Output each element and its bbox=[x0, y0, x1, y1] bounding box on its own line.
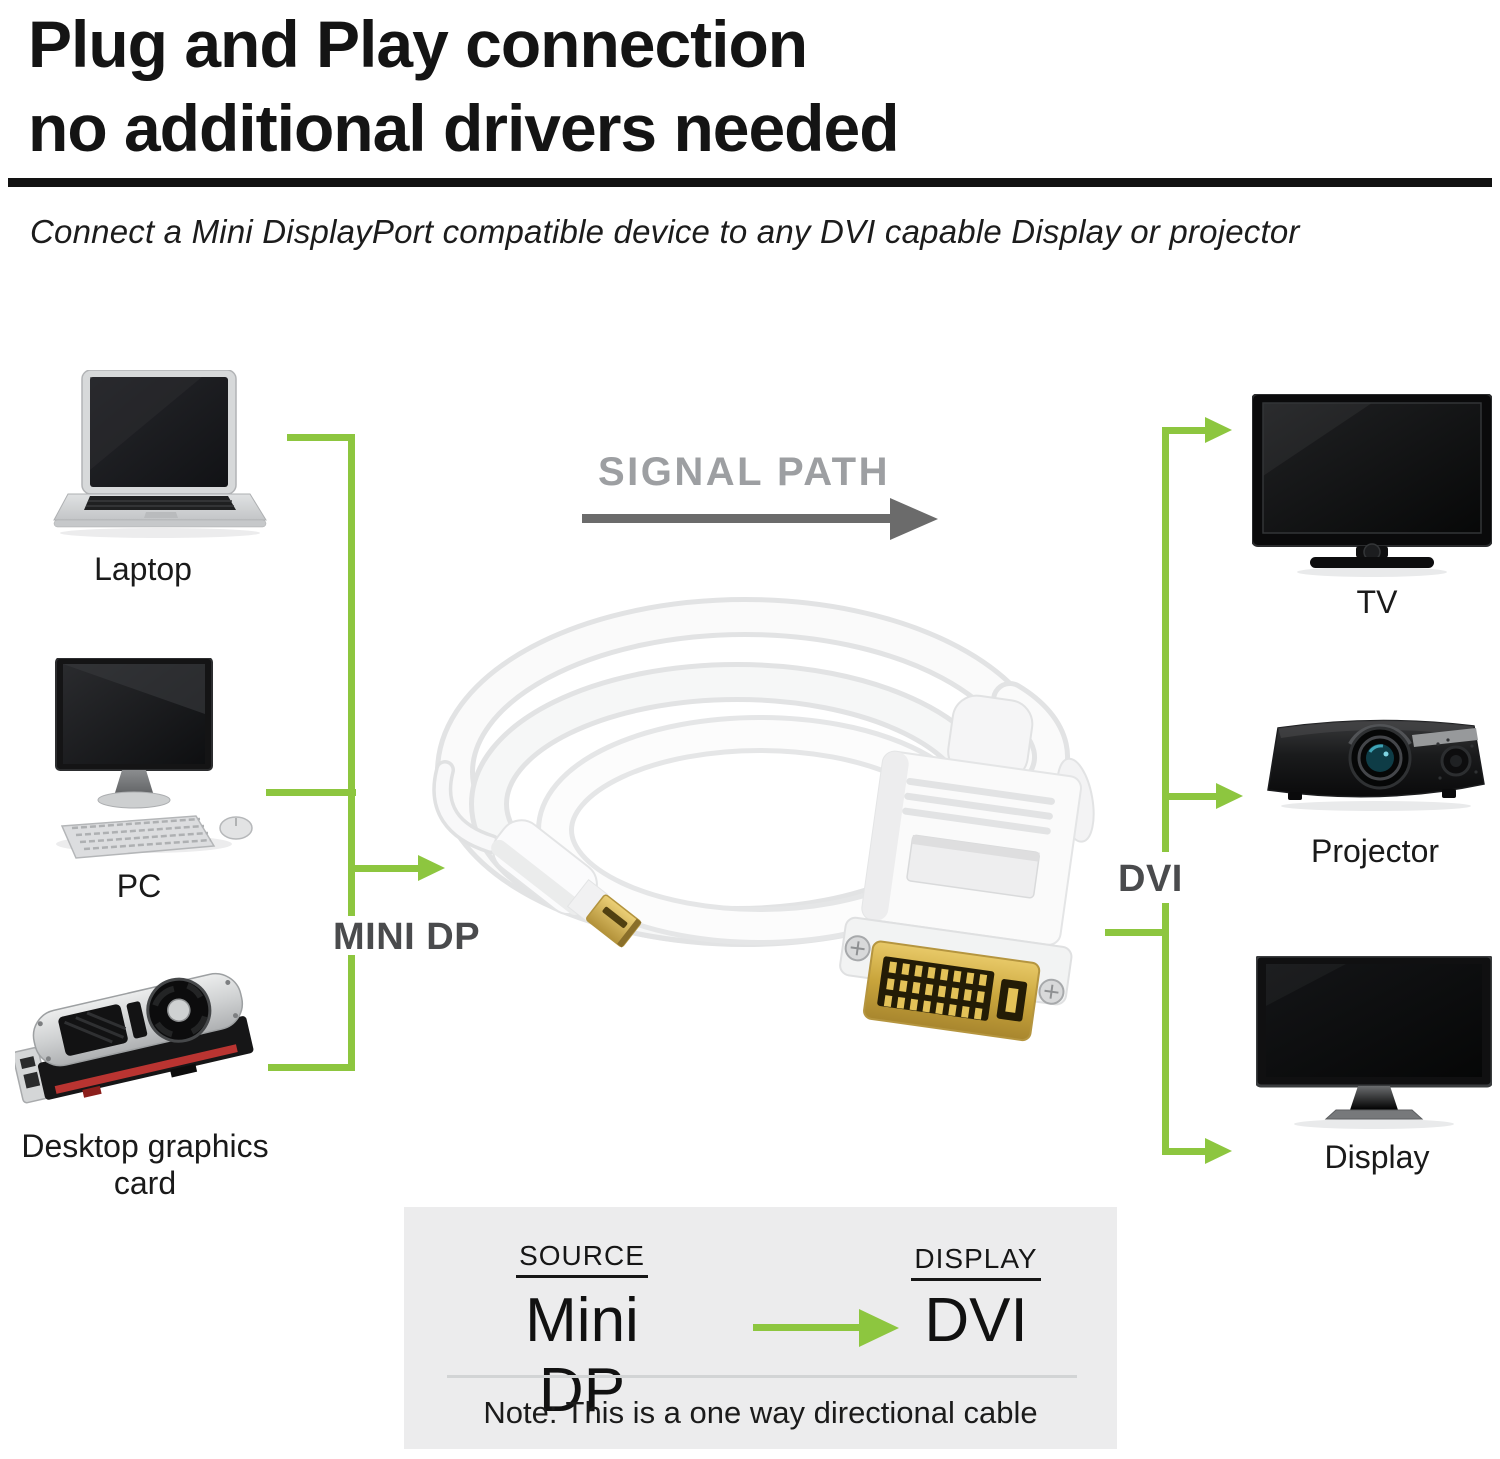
dvi-connector bbox=[839, 694, 1095, 1042]
page-title-line-1: Plug and Play connection bbox=[28, 7, 808, 81]
dvi-port-label: DVI bbox=[1118, 858, 1183, 900]
cable-image bbox=[432, 597, 1095, 1042]
mini-displayport-connector bbox=[491, 819, 642, 948]
signal-path-label: SIGNAL PATH bbox=[598, 450, 890, 494]
graphics-card-connection-line bbox=[268, 1064, 355, 1071]
tv-arrowhead-icon bbox=[1205, 417, 1232, 443]
display-image bbox=[1256, 956, 1492, 1129]
page-subtitle: Connect a Mini DisplayPort compatible de… bbox=[30, 213, 1300, 250]
summary-box: SOURCE Mini DP DISPLAY DVI Note: This is… bbox=[404, 1207, 1117, 1449]
graphics-card-image bbox=[15, 972, 254, 1104]
projector-arrow-shaft bbox=[1162, 793, 1218, 800]
source-value: Mini DP bbox=[525, 1286, 639, 1425]
summary-display-column: DISPLAY DVI bbox=[876, 1243, 1076, 1356]
signal-path-arrow bbox=[582, 514, 892, 523]
laptop-image bbox=[53, 370, 267, 538]
source-label-pc: PC bbox=[116, 868, 162, 904]
summary-note: Note: This is a one way directional cabl… bbox=[483, 1395, 1038, 1430]
left-bus-line-lower bbox=[348, 955, 355, 1071]
display-arrow-shaft bbox=[1162, 1148, 1207, 1155]
display-label-tv: TV bbox=[1356, 584, 1398, 620]
projector-image bbox=[1267, 719, 1485, 811]
right-bus-line-lower bbox=[1162, 903, 1169, 1155]
tv-arrow-shaft bbox=[1162, 427, 1207, 434]
right-bus-line-upper bbox=[1162, 427, 1169, 852]
pc-connection-line bbox=[266, 789, 356, 796]
summary-divider bbox=[447, 1375, 1077, 1378]
display-heading: DISPLAY bbox=[911, 1243, 1041, 1281]
pc-image bbox=[55, 658, 253, 859]
laptop-connection-line bbox=[287, 434, 355, 441]
projector-arrowhead-icon bbox=[1216, 783, 1243, 809]
tv-image bbox=[1252, 394, 1492, 577]
source-label-laptop: Laptop bbox=[94, 551, 192, 587]
left-bus-line-upper bbox=[348, 434, 355, 916]
summary-arrow-shaft bbox=[753, 1324, 861, 1331]
summary-arrowhead-icon bbox=[859, 1309, 899, 1347]
display-value: DVI bbox=[924, 1286, 1028, 1355]
source-heading: SOURCE bbox=[516, 1240, 648, 1278]
signal-path-arrowhead-icon bbox=[890, 498, 938, 540]
display-label-display: Display bbox=[1324, 1139, 1430, 1175]
cable-to-bus-line bbox=[1105, 929, 1167, 936]
source-label-graphics-card: Desktop graphics card bbox=[21, 1128, 269, 1201]
display-arrowhead-icon bbox=[1205, 1138, 1232, 1164]
display-label-projector: Projector bbox=[1310, 833, 1440, 869]
page-title: Plug and Play connection no additional d… bbox=[28, 2, 900, 170]
minidp-arrow-shaft bbox=[348, 865, 420, 872]
minidp-arrowhead-icon bbox=[418, 855, 445, 881]
summary-source-column: SOURCE Mini DP bbox=[482, 1240, 682, 1426]
title-divider bbox=[8, 178, 1492, 187]
mini-dp-port-label: MINI DP bbox=[333, 916, 481, 958]
page-title-line-2: no additional drivers needed bbox=[28, 91, 900, 165]
